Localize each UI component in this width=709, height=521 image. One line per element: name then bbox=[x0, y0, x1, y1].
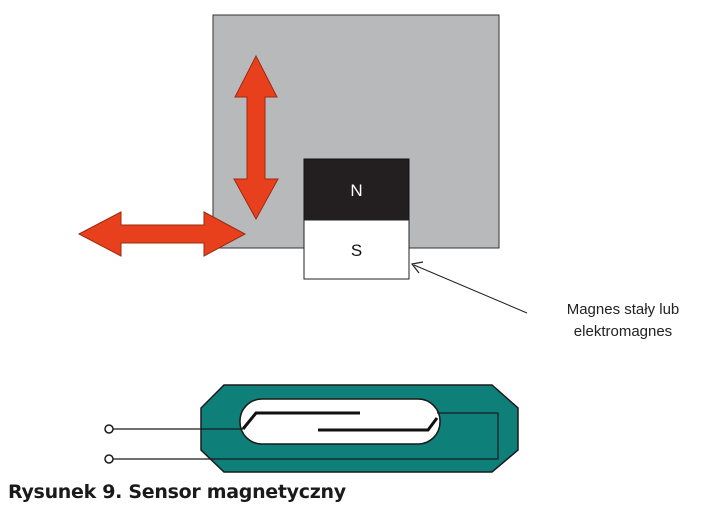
horizontal-motion-arrow bbox=[77, 211, 247, 257]
figure-caption: Rysunek 9. Sensor magnetyczny bbox=[8, 481, 346, 503]
callout-line-2: elektromagnes bbox=[573, 323, 673, 340]
lead-wires bbox=[113, 412, 499, 460]
callout-line-1: Magnes stały lub bbox=[566, 301, 680, 318]
terminal-lower bbox=[104, 454, 114, 464]
vertical-motion-arrow bbox=[233, 54, 279, 221]
terminal-upper bbox=[104, 424, 114, 434]
south-pole-label: S bbox=[351, 241, 362, 260]
permanent-magnet: N S bbox=[303, 158, 410, 280]
north-pole-label: N bbox=[350, 181, 362, 200]
magnet-south-pole bbox=[303, 219, 410, 280]
magnet-callout-label: Magnes stały lub elektromagnes bbox=[538, 299, 708, 343]
callout-pointer bbox=[410, 261, 528, 314]
reed-contact-lower bbox=[318, 417, 439, 432]
reed-contact-upper bbox=[241, 411, 360, 430]
glass-capsule bbox=[239, 398, 441, 445]
